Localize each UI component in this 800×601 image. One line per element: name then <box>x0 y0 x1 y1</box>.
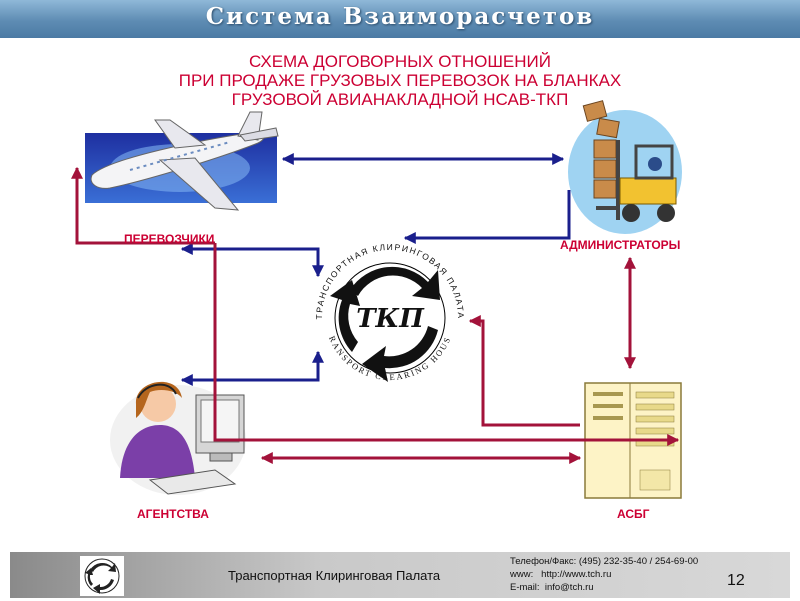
footer-www-label: www: <box>510 569 534 580</box>
blue-arrows <box>180 153 571 386</box>
label-administrators: АДМИНИСТРАТОРЫ <box>560 238 681 252</box>
footer-email-link[interactable]: info@tch.ru <box>544 582 594 593</box>
slide-title: СХЕМА ДОГОВОРНЫХ ОТНОШЕНИЙ ПРИ ПРОДАЖЕ Г… <box>100 52 700 109</box>
slide-title-line-3: ГРУЗОВОЙ АВИАНАКЛАДНОЙ НСАВ-ТКП <box>231 90 569 109</box>
footer-email-label: E-mail: <box>510 582 540 593</box>
footer-phone: Телефон/Факс: (495) 232-35-40 / 254-69-0… <box>510 556 699 567</box>
label-carriers: ПЕРЕВОЗЧИКИ <box>124 232 215 246</box>
arrow-tkp-to-carriers-a <box>180 243 324 278</box>
page-number: 12 <box>727 572 745 589</box>
footer: Транспортная Клиринговая Палата Телефон/… <box>0 550 800 600</box>
arrow-tkp-agencies <box>180 350 324 386</box>
footer-band <box>10 552 790 598</box>
footer-org-name: Транспортная Клиринговая Палата <box>228 568 441 583</box>
label-agencies: АГЕНТСТВА <box>137 507 209 521</box>
footer-logo-icon <box>80 556 124 596</box>
red-arrows <box>71 166 680 464</box>
operator-at-computer-icon <box>110 381 246 495</box>
footer-email-row: E-mail: info@tch.ru <box>510 581 698 594</box>
arrow-red-carriers-asbg <box>213 243 680 446</box>
arrow-administrators-to-tkp <box>403 190 571 244</box>
header-title: Система Взаиморасчетов <box>205 3 595 30</box>
footer-www-row: www: http://www.tch.ru <box>510 568 698 581</box>
footer-www-link[interactable]: http://www.tch.ru <box>541 569 612 580</box>
forklift-icon <box>568 100 682 234</box>
slide-title-line-2: ПРИ ПРОДАЖЕ ГРУЗОВЫХ ПЕРЕВОЗОК НА БЛАНКА… <box>178 71 622 90</box>
footer-contacts: Телефон/Факс: (495) 232-35-40 / 254-69-0… <box>510 555 698 594</box>
airplane-icon <box>85 111 279 211</box>
arrow-red-carriers-left <box>71 166 215 245</box>
tkp-logo-abbr: ТКП <box>356 304 425 334</box>
slide-title-line-1: СХЕМА ДОГОВОРНЫХ ОТНОШЕНИЙ <box>249 52 551 71</box>
label-asbg: АСБГ <box>617 507 650 521</box>
header-bar: Система Взаиморасчетов <box>0 0 800 38</box>
arrow-red-asbg-tkp <box>468 315 580 427</box>
diagram: ТКП ТРАНСПОРТНАЯ КЛИРИНГОВАЯ ПАЛАТА TRAN… <box>0 0 682 499</box>
